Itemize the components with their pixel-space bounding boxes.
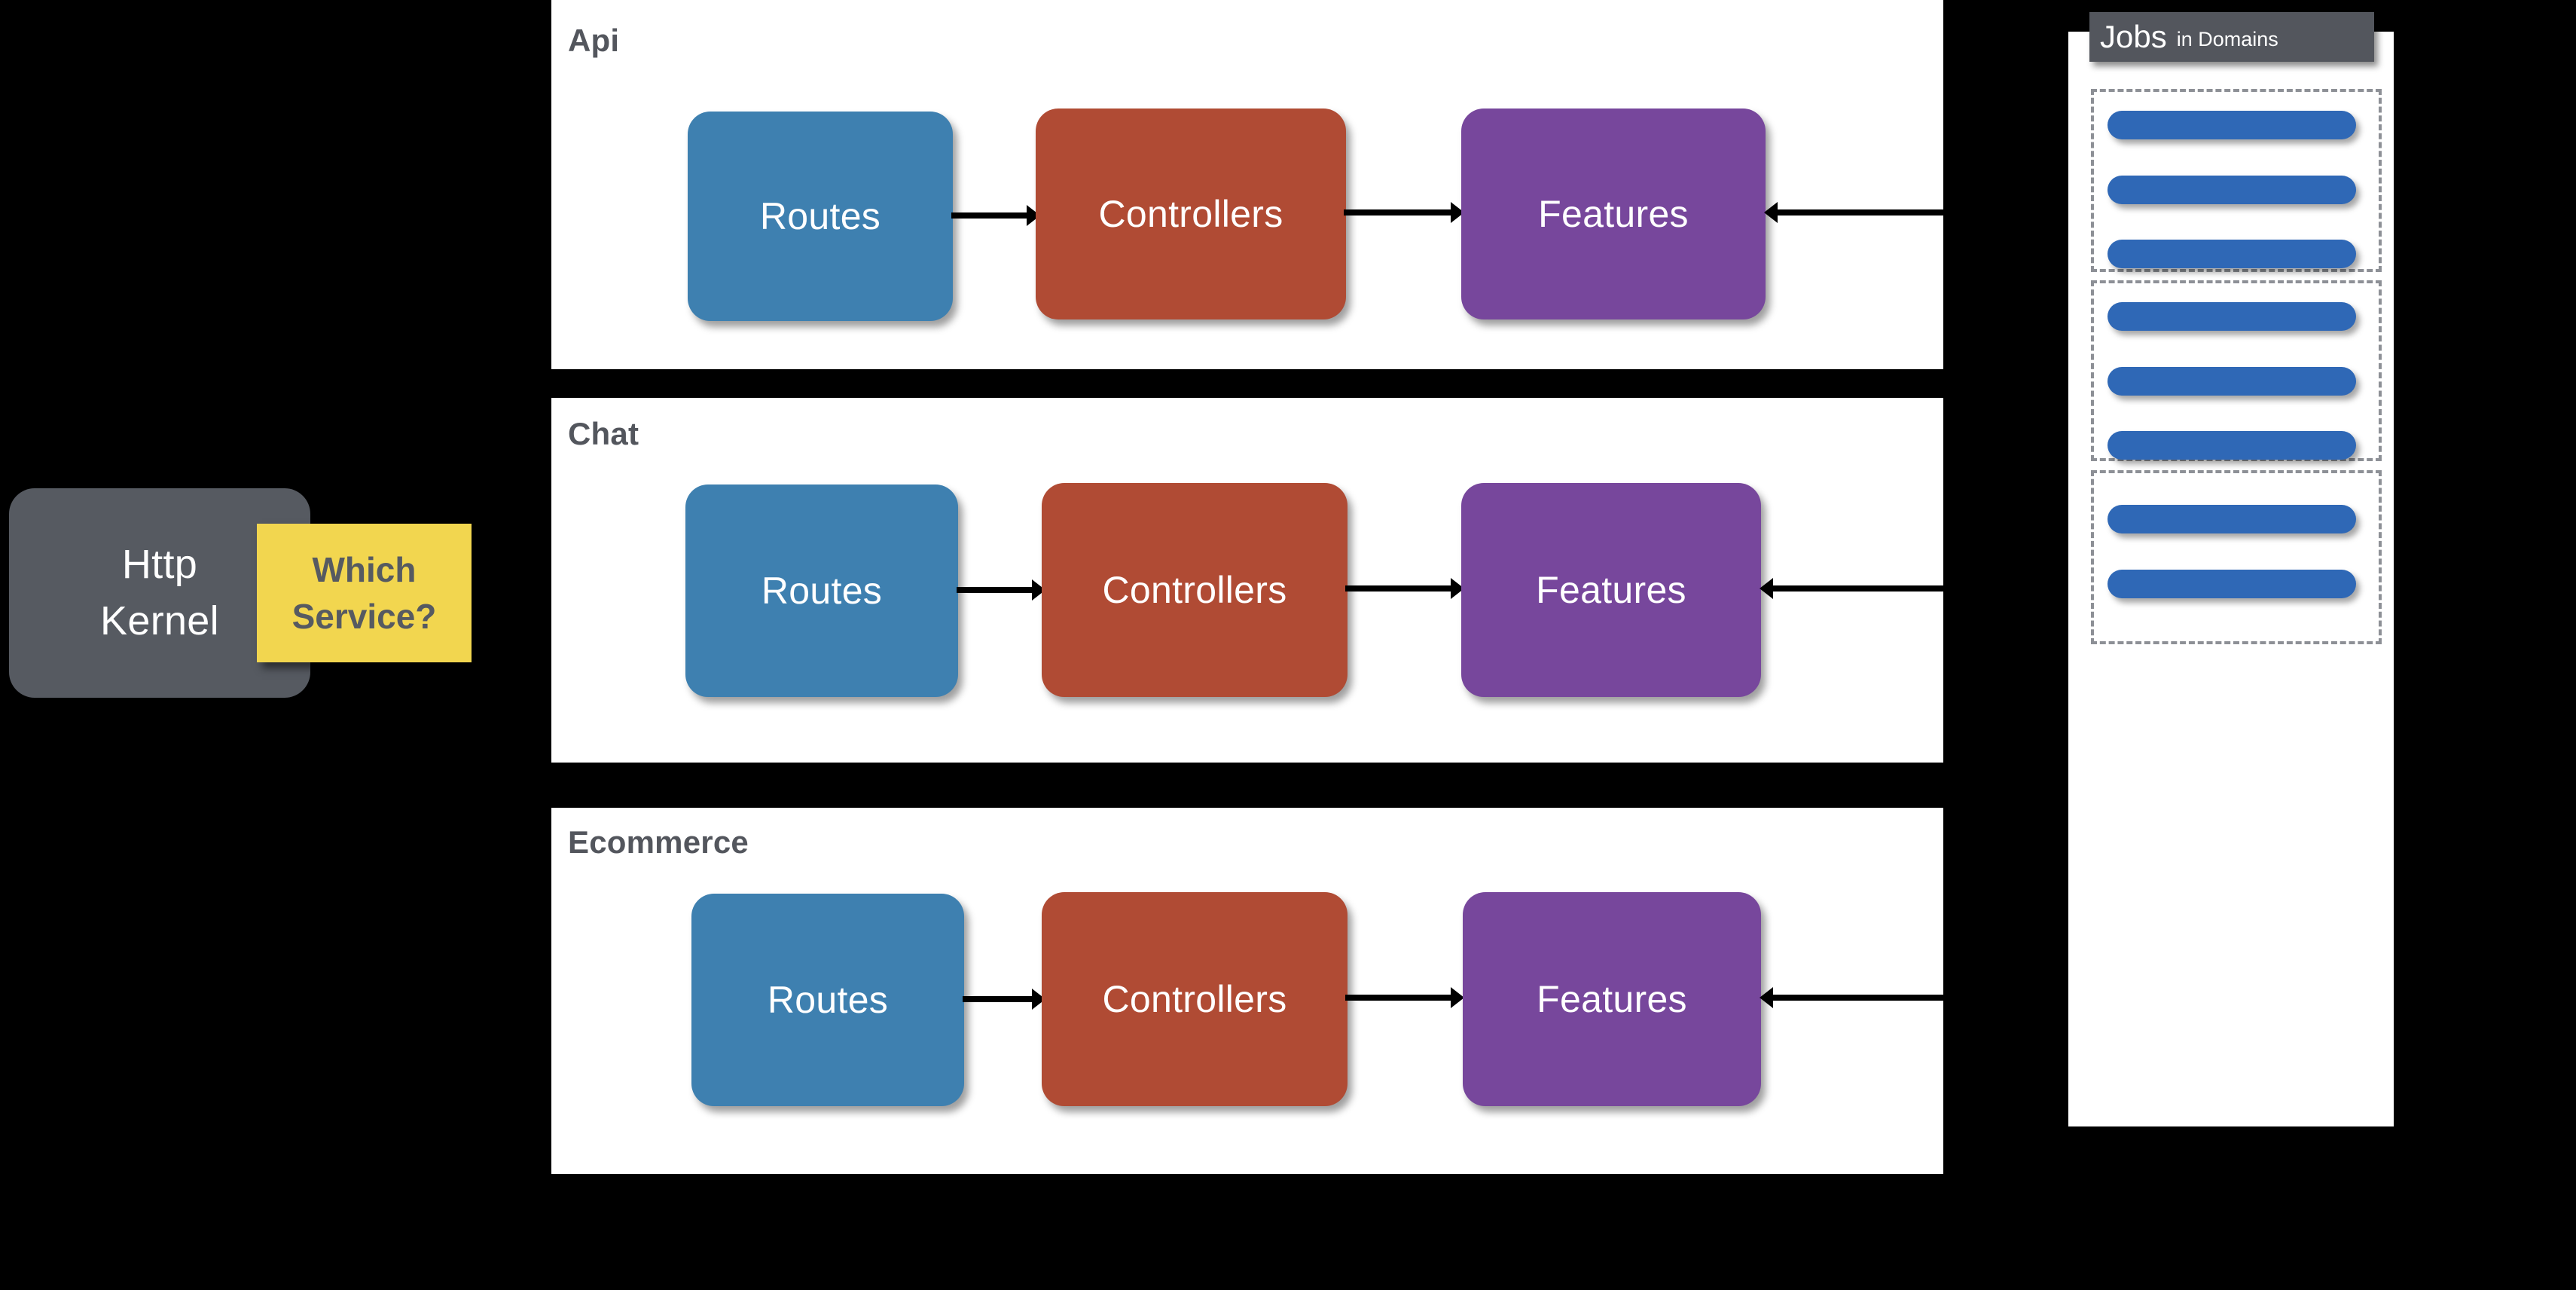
- job-pill[interactable]: [2107, 111, 2356, 139]
- job-group: [2091, 280, 2382, 461]
- ecommerce-arrow-controllers-to-features: [1345, 983, 1464, 1013]
- api-controllers-box[interactable]: Controllers: [1036, 109, 1346, 319]
- api-arrow-routes-to-controllers: [951, 200, 1040, 231]
- api-arrow-jobs-to-features: [1764, 197, 1945, 228]
- domain-panel-api: Api Routes Controllers Features: [551, 0, 1945, 369]
- api-arrow-controllers-to-features: [1344, 197, 1464, 228]
- ecommerce-arrow-routes-to-controllers: [963, 984, 1045, 1014]
- chat-arrow-routes-to-controllers: [957, 575, 1045, 605]
- chat-routes-label: Routes: [761, 570, 883, 612]
- ecommerce-features-box[interactable]: Features: [1463, 892, 1761, 1106]
- jobs-panel-header: Jobs in Domains: [2089, 12, 2374, 62]
- chat-controllers-label: Controllers: [1102, 569, 1287, 611]
- job-pill[interactable]: [2107, 367, 2356, 396]
- job-pill[interactable]: [2107, 431, 2356, 460]
- job-pill[interactable]: [2107, 302, 2356, 331]
- api-features-label: Features: [1538, 193, 1689, 235]
- job-pill[interactable]: [2107, 176, 2356, 204]
- panel-title-api: Api: [568, 23, 620, 58]
- api-controllers-label: Controllers: [1098, 193, 1283, 235]
- api-features-box[interactable]: Features: [1461, 109, 1766, 319]
- api-routes-box[interactable]: Routes: [688, 112, 953, 321]
- jobs-title: Jobs: [2100, 19, 2167, 54]
- chat-routes-box[interactable]: Routes: [685, 485, 958, 697]
- job-pill[interactable]: [2107, 240, 2356, 268]
- chat-arrow-controllers-to-features: [1345, 573, 1464, 604]
- ecommerce-controllers-box[interactable]: Controllers: [1042, 892, 1348, 1106]
- ecommerce-routes-box[interactable]: Routes: [691, 894, 964, 1106]
- ecommerce-controllers-label: Controllers: [1102, 978, 1287, 1020]
- domain-panel-chat: Chat Routes Controllers Features: [551, 398, 1945, 763]
- ecommerce-features-label: Features: [1537, 978, 1687, 1020]
- jobs-panel: [2068, 32, 2394, 1126]
- chat-controllers-box[interactable]: Controllers: [1042, 483, 1348, 697]
- job-group: [2091, 89, 2382, 272]
- ecommerce-arrow-jobs-to-features: [1760, 983, 1945, 1013]
- panel-title-chat: Chat: [568, 416, 639, 451]
- jobs-subtitle: in Domains: [2176, 27, 2278, 50]
- job-group: [2091, 470, 2382, 644]
- chat-features-box[interactable]: Features: [1461, 483, 1761, 697]
- job-pill[interactable]: [2107, 505, 2356, 533]
- api-routes-label: Routes: [759, 195, 881, 237]
- domain-panel-ecommerce: Ecommerce Routes Controllers Features: [551, 808, 1945, 1174]
- chat-arrow-jobs-to-features: [1760, 573, 1945, 604]
- ecommerce-routes-label: Routes: [767, 979, 889, 1021]
- panel-title-ecommerce: Ecommerce: [568, 824, 749, 860]
- job-pill[interactable]: [2107, 570, 2356, 598]
- chat-features-label: Features: [1536, 569, 1686, 611]
